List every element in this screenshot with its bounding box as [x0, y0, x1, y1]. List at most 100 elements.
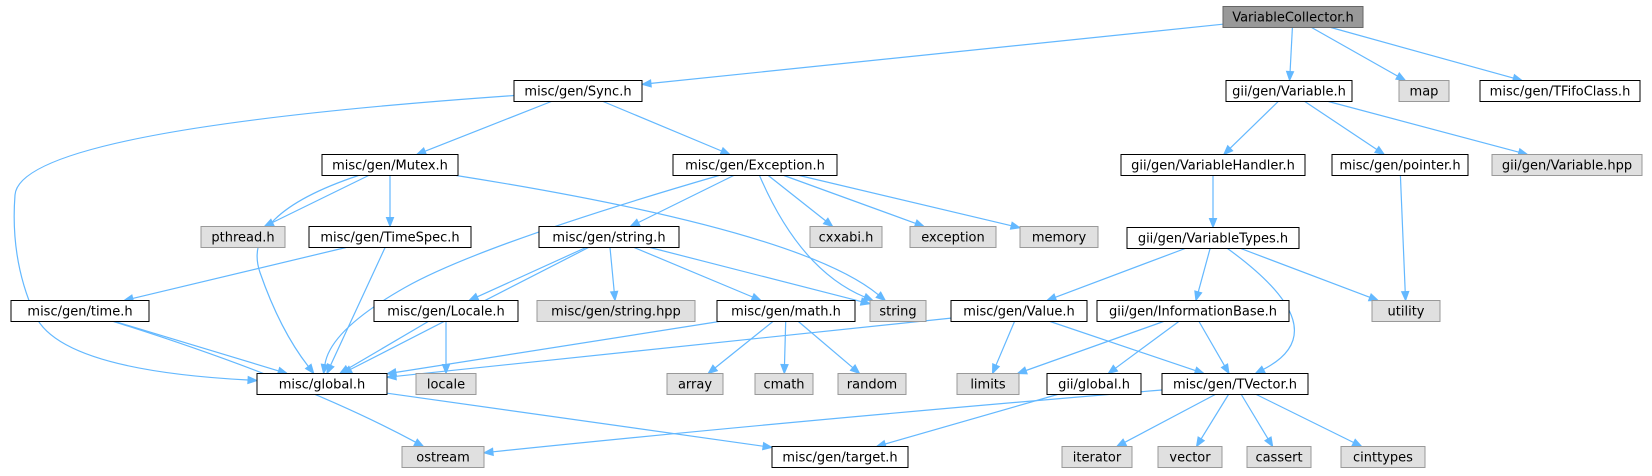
- node-box-Locale[interactable]: [373, 300, 519, 322]
- node-box-Sync[interactable]: [513, 80, 643, 102]
- node-global[interactable]: misc/global.h: [256, 373, 388, 395]
- node-label-timeh: misc/gen/time.h: [27, 305, 132, 320]
- node-label-string: string: [879, 305, 916, 320]
- arrowhead-TVector-to-cinttypes: [1351, 438, 1363, 448]
- node-box-Mutex[interactable]: [321, 154, 459, 176]
- node-giiglobal[interactable]: gii/global.h: [1046, 373, 1142, 395]
- arrowhead-stringh-to-string: [859, 297, 872, 306]
- node-Sync[interactable]: misc/gen/Sync.h: [513, 80, 643, 102]
- node-VariableHandler[interactable]: gii/gen/VariableHandler.h: [1120, 154, 1306, 176]
- node-TFifoClass[interactable]: misc/gen/TFifoClass.h: [1479, 80, 1641, 102]
- node-VariableCollector[interactable]: VariableCollector.h: [1222, 6, 1364, 28]
- edge-TVector-to-iterator: [1124, 393, 1216, 443]
- node-label-vector: vector: [1169, 451, 1211, 466]
- node-box-string: [869, 300, 927, 322]
- edge-Locale-to-global: [347, 320, 429, 370]
- node-string: string: [869, 300, 927, 322]
- node-label-utility: utility: [1388, 305, 1425, 320]
- edge-VariableCollector-to-Sync: [650, 23, 1224, 84]
- node-box-Variable[interactable]: [1225, 80, 1353, 102]
- arrowhead-Value-to-TVector: [1193, 366, 1206, 375]
- edge-TVector-to-cassert: [1240, 394, 1269, 440]
- node-Variable[interactable]: gii/gen/Variable.h: [1225, 80, 1353, 102]
- node-box-mathh[interactable]: [716, 300, 856, 322]
- node-label-giiglobal: gii/global.h: [1058, 378, 1130, 393]
- node-box-InformationBase[interactable]: [1096, 300, 1290, 322]
- node-label-limits: limits: [970, 378, 1006, 393]
- node-mathh[interactable]: misc/gen/math.h: [716, 300, 856, 322]
- node-box-random: [837, 373, 907, 395]
- node-label-memory: memory: [1032, 231, 1087, 246]
- node-label-Variablehpp: gii/gen/Variable.hpp: [1502, 159, 1632, 174]
- node-label-stringhpp: misc/gen/string.hpp: [551, 305, 681, 320]
- arrowhead-Exception-to-stringh: [629, 218, 641, 228]
- node-box-locale: [415, 373, 477, 395]
- arrowhead-Sync-to-Mutex: [415, 147, 428, 156]
- node-box-cxxabi: [809, 226, 883, 248]
- node-box-global[interactable]: [256, 373, 388, 395]
- edge-stringh-to-mathh: [633, 246, 753, 298]
- arrowhead-stringh-to-mathh: [750, 292, 763, 302]
- node-box-pointer[interactable]: [1331, 154, 1469, 176]
- node-target[interactable]: misc/gen/target.h: [771, 446, 909, 468]
- node-box-cassert: [1246, 446, 1312, 468]
- node-box-VariableTypes[interactable]: [1126, 227, 1300, 249]
- nodes-layer: VariableCollector.h misc/gen/Sync.h gii/ge…: [10, 6, 1643, 468]
- node-label-TimeSpec: misc/gen/TimeSpec.h: [320, 231, 459, 246]
- arrowhead-VariableCollector-to-map: [1395, 72, 1407, 82]
- arrowhead-mathh-to-array: [707, 364, 719, 375]
- node-timeh[interactable]: misc/gen/time.h: [10, 300, 150, 322]
- node-box-TVector[interactable]: [1161, 373, 1309, 395]
- edge-VariableCollector-to-TFifoClass: [1330, 26, 1514, 79]
- edge-Sync-to-Exception: [602, 100, 722, 152]
- node-label-random: random: [847, 378, 897, 393]
- node-box-target[interactable]: [771, 446, 909, 468]
- node-box-Exception[interactable]: [672, 154, 838, 176]
- node-TVector[interactable]: misc/gen/TVector.h: [1161, 373, 1309, 395]
- arrowhead-TVector-to-cassert: [1264, 436, 1274, 448]
- arrowhead-VariableTypes-to-InformationBase: [1194, 290, 1203, 302]
- node-label-cxxabi: cxxabi.h: [819, 231, 874, 246]
- node-utility: utility: [1371, 300, 1441, 322]
- arrowhead-VariableCollector-to-Sync: [640, 79, 652, 88]
- arrowhead-mathh-to-cmath: [780, 363, 789, 375]
- node-Exception[interactable]: misc/gen/Exception.h: [672, 154, 838, 176]
- edge-Value-to-global: [395, 317, 952, 377]
- node-box-limits: [956, 373, 1020, 395]
- edge-VariableTypes-to-utility: [1240, 247, 1371, 298]
- arrowhead-Sync-to-Exception: [719, 146, 732, 156]
- node-pointer[interactable]: misc/gen/pointer.h: [1331, 154, 1469, 176]
- node-box-TimeSpec[interactable]: [308, 226, 472, 248]
- node-stringh[interactable]: misc/gen/string.h: [538, 226, 680, 248]
- node-box-TFifoClass[interactable]: [1479, 80, 1641, 102]
- edge-mathh-to-cmath: [783, 321, 787, 365]
- node-box-pthread: [200, 226, 286, 248]
- node-InformationBase[interactable]: gii/gen/InformationBase.h: [1096, 300, 1290, 322]
- node-Value[interactable]: misc/gen/Value.h: [950, 300, 1088, 322]
- node-label-InformationBase: gii/gen/InformationBase.h: [1109, 305, 1277, 320]
- node-label-Sync: misc/gen/Sync.h: [524, 85, 631, 100]
- arrowhead-Mutex-to-string: [875, 291, 887, 302]
- node-stringhpp: misc/gen/string.hpp: [536, 300, 696, 322]
- node-box-VariableHandler[interactable]: [1120, 154, 1306, 176]
- arrowhead-VariableHandler-to-VariableTypes: [1208, 218, 1218, 229]
- node-Locale[interactable]: misc/gen/Locale.h: [373, 300, 519, 322]
- node-box-VariableCollector[interactable]: [1222, 6, 1364, 28]
- node-box-ostream: [401, 446, 485, 468]
- node-box-stringh[interactable]: [538, 226, 680, 248]
- edge-InformationBase-to-giiglobal: [1115, 321, 1180, 369]
- node-box-timeh[interactable]: [10, 300, 150, 322]
- node-box-giiglobal[interactable]: [1046, 373, 1142, 395]
- node-TimeSpec[interactable]: misc/gen/TimeSpec.h: [308, 226, 472, 248]
- node-memory: memory: [1019, 226, 1099, 248]
- arrowhead-Exception-to-exception: [913, 219, 926, 228]
- node-Mutex[interactable]: misc/gen/Mutex.h: [321, 154, 459, 176]
- node-VariableTypes[interactable]: gii/gen/VariableTypes.h: [1126, 227, 1300, 249]
- edge-Exception-to-stringh: [638, 174, 734, 224]
- node-box-Value[interactable]: [950, 300, 1088, 322]
- node-label-VariableHandler: gii/gen/VariableHandler.h: [1131, 159, 1295, 174]
- node-vector: vector: [1157, 446, 1223, 468]
- edge-InformationBase-to-TVector: [1198, 321, 1226, 366]
- edge-VariableCollector-to-map: [1311, 26, 1398, 77]
- edge-stringh-to-Locale: [477, 246, 587, 298]
